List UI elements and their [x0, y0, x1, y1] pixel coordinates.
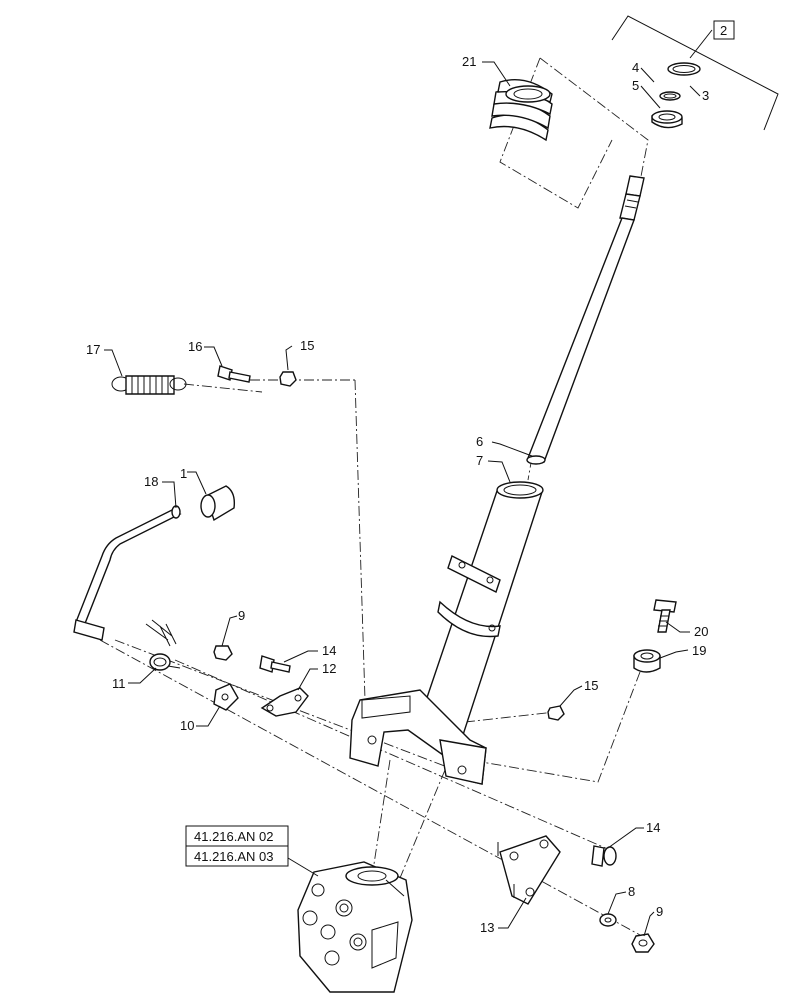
handle-knob	[200, 485, 236, 522]
bushing-19	[633, 649, 661, 673]
callout-10: 10	[180, 718, 194, 733]
callout-7: 7	[476, 453, 483, 468]
reference-link[interactable]: 41.216.AN 02	[194, 829, 274, 844]
callout-3: 3	[702, 88, 709, 103]
callout-13: 13	[480, 920, 494, 935]
callout-9-lower: 9	[656, 904, 663, 919]
callout-11: 11	[112, 676, 126, 691]
group-label: 2	[720, 23, 727, 38]
alignment-lines	[99, 57, 649, 936]
cam-plate	[213, 683, 239, 711]
callout-labels: 1 3 4 5 6 7 8 9 9 10 11 12 13 14 14 15 1…	[86, 54, 709, 935]
lever-bracket-12	[260, 687, 309, 717]
callout-18: 18	[144, 474, 158, 489]
callout-1: 1	[180, 466, 187, 481]
leader-lines	[104, 61, 701, 937]
reference-boxes: 41.216.AN 02 41.216.AN 03	[185, 825, 319, 877]
nut-9-lower	[631, 933, 655, 953]
callout-21: 21	[462, 54, 476, 69]
washer-8	[599, 913, 617, 927]
callout-15-upper: 15	[300, 338, 314, 353]
callout-14-lower: 14	[646, 820, 660, 835]
reference-link[interactable]: 41.216.AN 03	[194, 849, 274, 864]
callout-9-upper: 9	[238, 608, 245, 623]
steering-shaft	[526, 175, 645, 465]
callout-16: 16	[188, 339, 202, 354]
bellows-boot	[489, 79, 553, 142]
handle-lever	[73, 505, 182, 641]
callout-15-lower: 15	[584, 678, 598, 693]
callout-17: 17	[86, 342, 100, 357]
bolt-20	[653, 599, 677, 633]
callout-4: 4	[632, 60, 639, 75]
torsion-spring	[145, 619, 181, 671]
column-tube	[349, 481, 544, 785]
callout-5: 5	[632, 78, 639, 93]
callout-8: 8	[628, 884, 635, 899]
bolt-and-nut-upper	[217, 365, 297, 387]
upper-bearing-set	[651, 62, 701, 129]
bolt-14-upper	[259, 655, 291, 673]
callout-6: 6	[476, 434, 483, 449]
tension-spring	[111, 375, 187, 395]
callout-14-upper: 14	[322, 643, 336, 658]
steering-valve	[297, 861, 413, 993]
callout-20: 20	[694, 624, 708, 639]
mounting-plate-13	[497, 835, 561, 905]
callout-19: 19	[692, 643, 706, 658]
nut-9-upper	[213, 645, 233, 661]
nut-15-lower	[547, 705, 565, 721]
callout-12: 12	[322, 661, 336, 676]
group-bracket: 2	[611, 15, 779, 131]
bolt-14-lower	[591, 845, 617, 867]
